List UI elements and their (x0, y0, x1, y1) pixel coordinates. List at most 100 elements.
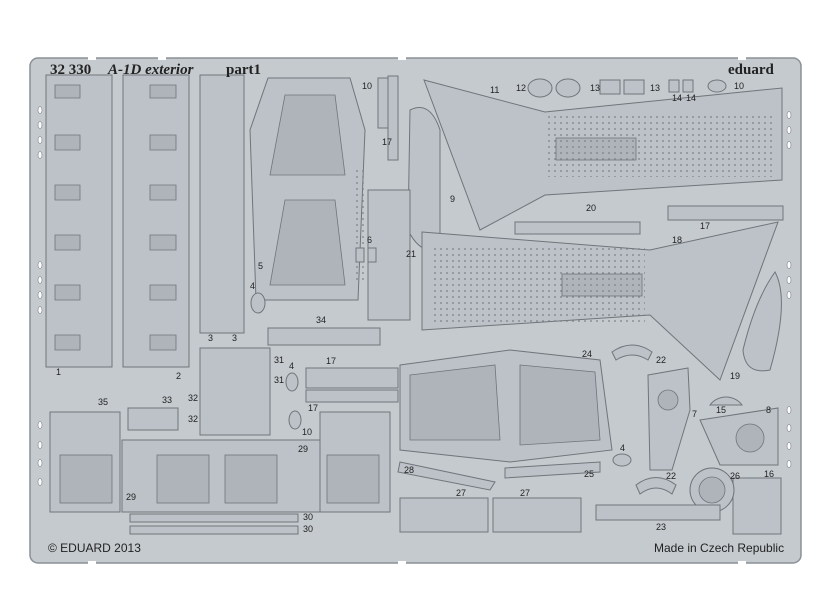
part-number: 18 (672, 235, 683, 245)
part-17-strip-mid2 (305, 389, 399, 403)
part-29-window-1 (59, 454, 113, 504)
part-number: 5 (258, 261, 264, 271)
part-3-strip-frame (199, 74, 245, 334)
part-number: 27 (520, 488, 531, 498)
brand-logo: eduard (728, 62, 774, 78)
part-number: 28 (404, 465, 415, 475)
fret-tabs (88, 56, 746, 565)
part-number: 4 (250, 281, 256, 291)
part-number: 30 (303, 512, 314, 522)
part-number: 14 (686, 93, 697, 103)
part-number: 25 (584, 469, 595, 479)
part-2-cutouts (149, 84, 177, 351)
part-number: 11 (490, 85, 500, 95)
part-10-ring-low (288, 410, 302, 430)
part-number: 10 (362, 81, 373, 91)
fret-part: part1 (226, 62, 261, 78)
part-number: 30 (303, 524, 314, 534)
part-number: 17 (308, 403, 319, 413)
part-10-ring-top (707, 79, 727, 93)
part-29-plate (121, 439, 321, 513)
part-number: 22 (656, 355, 667, 365)
part-number: 4 (289, 361, 295, 371)
part-number: 19 (730, 371, 741, 381)
part-2-panel (122, 74, 190, 368)
part-17-strip-mid (305, 367, 399, 389)
part-number: 6 (367, 235, 373, 245)
part-number: 1 (56, 367, 62, 377)
part-number: 9 (450, 194, 456, 204)
part-number: 34 (316, 315, 327, 325)
part-29-window-2 (156, 454, 210, 504)
part-number: 13 (590, 83, 601, 93)
part-5-cutout-bottom (269, 199, 346, 286)
part-27-strip-right (492, 497, 582, 533)
part-number: 17 (382, 137, 393, 147)
part-9-bracket (407, 107, 441, 252)
part-4-ring-mid (285, 372, 299, 392)
part-number: 24 (582, 349, 593, 359)
part-number: 32 (188, 393, 199, 403)
part-25-arm (504, 461, 601, 479)
part-number: 7 (692, 409, 698, 419)
part-number: 14 (672, 93, 683, 103)
part-number: 21 (406, 249, 417, 259)
part-number: 13 (650, 83, 661, 93)
part-23-linkage (595, 504, 721, 521)
part-22-arc-top (611, 344, 653, 361)
part-17-bracket (387, 75, 399, 161)
part-27-strip-left (399, 497, 489, 533)
part-4-ring-low (612, 453, 632, 467)
part-29-window-4 (326, 454, 380, 504)
part-34-linkage (267, 327, 381, 346)
part-19-bracket (742, 271, 782, 372)
rivet-fields (355, 115, 775, 325)
part-10-bracket (377, 77, 389, 129)
part-1-panel (45, 74, 113, 368)
part-5-cutout-top (269, 94, 346, 176)
part-6-pair (355, 247, 377, 263)
part-1-cutouts (54, 84, 81, 351)
part-number: 31 (274, 375, 285, 385)
part-22-arc-low (635, 477, 677, 495)
part-number: 35 (98, 397, 109, 407)
copyright: © EDUARD 2013 (48, 541, 141, 555)
part-number: 23 (656, 522, 667, 532)
part-7-disc (657, 389, 679, 411)
part-number: 16 (764, 469, 775, 479)
part-26-inner (698, 476, 726, 504)
part-number: 15 (716, 405, 727, 415)
part-number: 29 (126, 492, 137, 502)
part-31-32-bracket (199, 347, 271, 436)
part-28-arm (397, 461, 496, 491)
part-number: 2 (176, 371, 182, 381)
part-13-pair (599, 79, 645, 95)
part-16-grille (732, 477, 782, 535)
part-number: 27 (456, 488, 467, 498)
part-24-cutout-left (409, 364, 501, 441)
part-21-linkage (367, 189, 411, 321)
part-number: 22 (666, 471, 677, 481)
part-33-link (127, 407, 179, 431)
origin: Made in Czech Republic (654, 541, 785, 555)
part-number: 26 (730, 471, 741, 481)
part-number: 20 (586, 203, 597, 213)
part-number: 33 (162, 395, 173, 405)
fret-code: 32 330 (50, 62, 92, 78)
part-number: 10 (734, 81, 745, 91)
part-14-pair (668, 79, 694, 93)
part-number: 32 (188, 414, 199, 424)
part-number: 8 (766, 405, 772, 415)
part-number: 29 (298, 444, 309, 454)
part-8-disc (735, 423, 765, 453)
part-number: 17 (326, 356, 337, 366)
part-4-ring (250, 292, 266, 314)
part-29-window-3 (224, 454, 278, 504)
part-number: 3 (232, 333, 238, 343)
part-12-link (527, 78, 581, 98)
part-30-strip-b (129, 525, 299, 535)
part-15-fan (708, 396, 744, 406)
part-24-cutout-right (519, 364, 601, 446)
side-drop-marks (37, 106, 792, 486)
